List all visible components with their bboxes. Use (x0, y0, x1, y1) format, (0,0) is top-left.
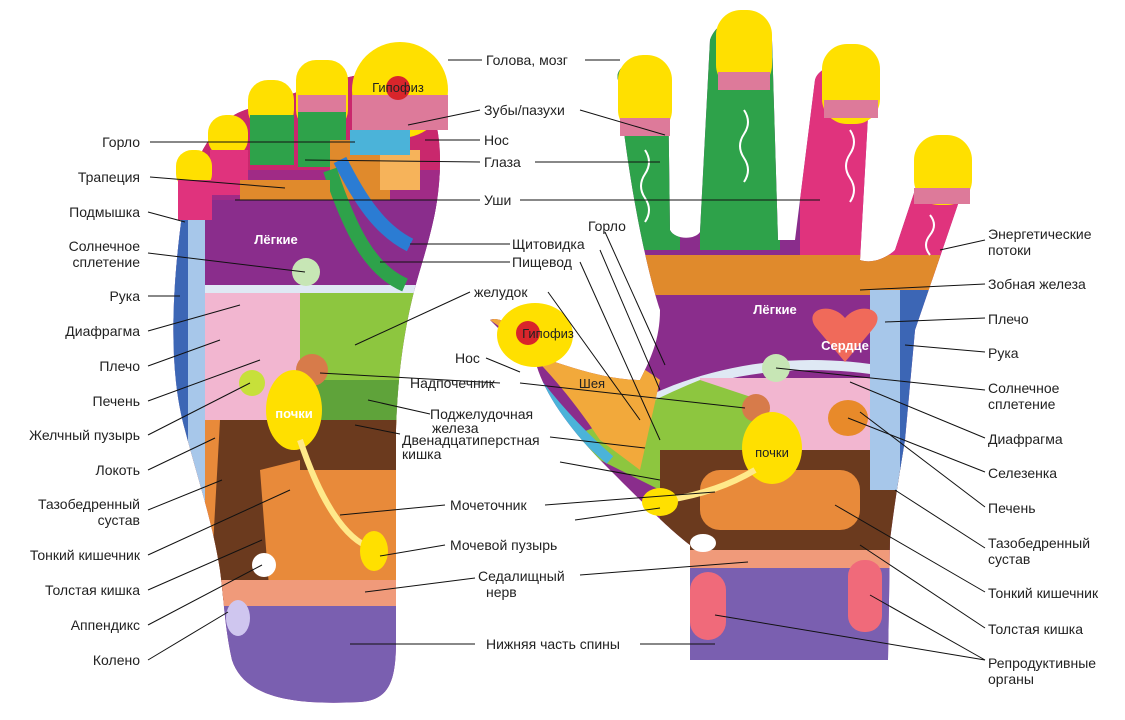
label-bladder: Мочевой пузырь (450, 537, 558, 553)
label-hand-large-intestine: Толстая кишка (988, 621, 1084, 637)
label-elbow: Локоть (95, 462, 140, 478)
label-large-intestine: Толстая кишка (44, 582, 140, 598)
label-hand-solar-1: Солнечное (988, 380, 1060, 396)
label-throat: Горло (102, 134, 140, 150)
label-eyes: Глаза (484, 154, 521, 170)
foot-kidneys-text: почки (275, 406, 313, 421)
label-teeth-sinuses: Зубы/пазухи (484, 102, 565, 118)
label-hand-nose: Нос (455, 350, 480, 366)
label-spleen: Селезенка (988, 465, 1058, 481)
label-knee: Колено (92, 652, 140, 668)
label-arm: Рука (109, 288, 140, 304)
label-hip-2: сустав (97, 512, 140, 528)
label-gallbladder: Желчный пузырь (29, 427, 140, 443)
label-solar-plexus-2: сплетение (72, 254, 140, 270)
label-hand-arm: Рука (988, 345, 1019, 361)
label-sciatic-1: Седалищный (478, 568, 565, 584)
label-esophagus: Пищевод (512, 254, 572, 270)
label-reproductive-1: Репродуктивные (988, 655, 1097, 671)
label-pancreas-2: железа (432, 420, 479, 436)
label-pancreas-1: Поджелудочная (430, 406, 534, 422)
label-duodenum-2: кишка (402, 446, 442, 462)
label-shoulder: Плечо (99, 358, 140, 374)
leader-lines (147, 59, 986, 661)
label-energy-1: Энергетические (988, 226, 1092, 242)
label-thymus: Зобная железа (988, 276, 1086, 292)
hand-heart-text: Сердце (821, 338, 869, 353)
label-ears: Уши (484, 192, 512, 208)
label-hand-hip-2: сустав (988, 551, 1031, 567)
label-hand-hip-1: Тазобедренный (988, 535, 1091, 551)
label-sciatic-2: нерв (486, 584, 517, 600)
hand-kidneys-text: почки (755, 445, 789, 460)
label-hand-throat: Горло (588, 218, 626, 234)
label-hip-1: Тазобедренный (37, 496, 140, 512)
label-hand-diaphragm: Диафрагма (988, 431, 1063, 447)
label-energy-2: потоки (988, 242, 1032, 258)
foot-hypophysis-text: Гипофиз (372, 80, 424, 95)
label-hand-solar-2: сплетение (988, 396, 1056, 412)
label-lower-back: Нижняя часть спины (486, 636, 620, 652)
label-hand-liver: Печень (988, 500, 1036, 516)
label-duodenum-1: Двенадцатиперстная (402, 432, 540, 448)
hand-hypophysis-text: Гипофиз (522, 326, 574, 341)
hand-neck-text: Шея (579, 376, 605, 391)
label-stomach: желудок (474, 284, 528, 300)
hand-lungs-text: Лёгкие (753, 302, 797, 317)
label-ureter: Мочеточник (450, 497, 527, 513)
label-armpit: Подмышка (69, 204, 140, 220)
label-adrenal: Надпочечник (410, 375, 495, 391)
label-head-brain: Голова, мозг (486, 52, 568, 68)
label-reproductive-2: органы (988, 671, 1034, 687)
label-hand-small-intestine: Тонкий кишечник (988, 585, 1099, 601)
label-small-intestine: Тонкий кишечник (29, 547, 140, 563)
label-hand-shoulder: Плечо (988, 311, 1029, 327)
label-solar-plexus-1: Солнечное (68, 238, 140, 254)
label-nose: Нос (484, 132, 509, 148)
label-appendix: Аппендикс (70, 617, 140, 633)
foot-lungs-text: Лёгкие (254, 232, 298, 247)
label-trapezius: Трапеция (77, 169, 140, 185)
hand-figure: Гипофиз Шея Лёгкие Сердце почки (490, 10, 972, 660)
label-liver: Печень (92, 393, 141, 409)
label-diaphragm: Диафрагма (65, 323, 140, 339)
label-thyroid: Щитовидка (512, 236, 585, 252)
